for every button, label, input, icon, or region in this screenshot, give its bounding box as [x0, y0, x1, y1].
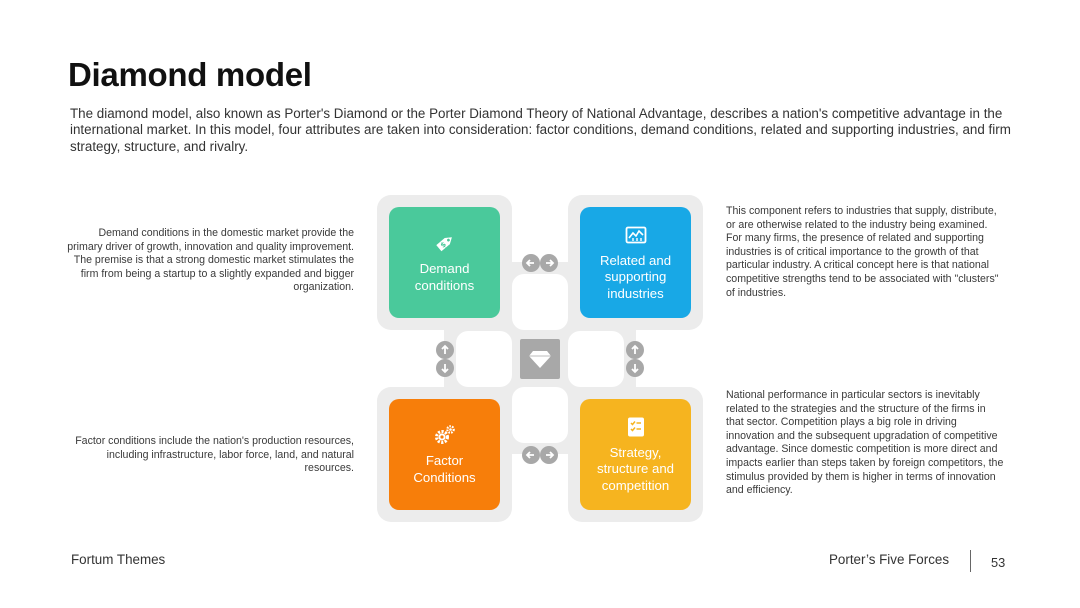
gap-left — [456, 331, 512, 387]
image-chart-icon — [625, 226, 646, 244]
factor-description: Factor conditions include the nation's p… — [75, 435, 354, 475]
strategy-card-label: Strategy, structure and competition — [597, 444, 674, 493]
footer-divider — [970, 550, 971, 572]
footer-brand: Fortum Themes — [71, 552, 166, 567]
price-tag-icon: $ — [435, 237, 452, 252]
bidirectional-arrow-icon — [436, 341, 454, 377]
gap-bottom — [512, 387, 568, 443]
page-number: 53 — [991, 555, 1006, 570]
strategy-card: Strategy, structure and competition — [580, 399, 691, 510]
factor-card: Factor Conditions — [389, 399, 500, 510]
related-card-label: Related and supporting industries — [599, 252, 672, 301]
slide-title: Diamond model — [68, 56, 312, 93]
diamond-icon — [529, 351, 551, 368]
checklist-icon — [627, 417, 644, 437]
gears-icon — [434, 425, 455, 444]
bidirectional-arrow-icon — [522, 446, 558, 464]
related-description: This component refers to industries that… — [726, 205, 999, 299]
gap-right — [568, 331, 624, 387]
demand-card-label: Demand conditions — [414, 261, 475, 293]
footer-section: Porter’s Five Forces — [829, 552, 950, 567]
svg-text:$: $ — [439, 240, 448, 249]
gap-top — [512, 274, 568, 330]
strategy-description: National performance in particular secto… — [726, 389, 1004, 497]
demand-description: Demand conditions in the domestic market… — [67, 227, 354, 294]
bidirectional-arrow-icon — [522, 254, 558, 272]
factor-card-label: Factor Conditions — [413, 453, 476, 485]
related-card: Related and supporting industries — [580, 207, 691, 318]
bidirectional-arrow-icon — [626, 341, 644, 377]
slide-intro: The diamond model, also known as Porter'… — [70, 106, 1011, 154]
demand-card: $ Demand conditions — [389, 207, 500, 318]
center-diamond — [520, 339, 560, 379]
